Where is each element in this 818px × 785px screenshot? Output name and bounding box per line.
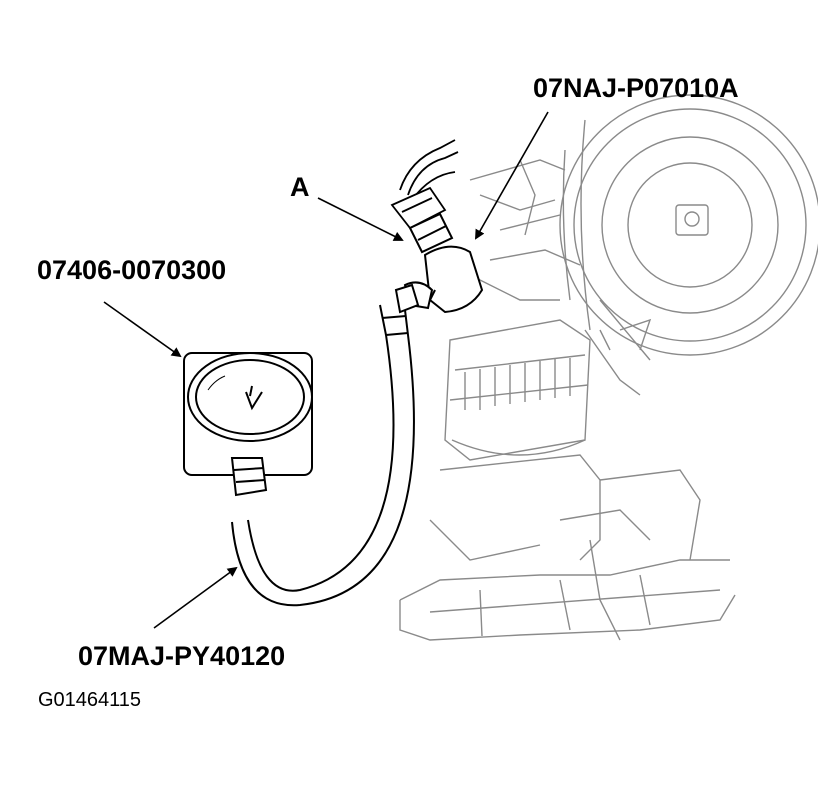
- gauge-hose: [231, 304, 415, 607]
- pressure-gauge: [183, 352, 313, 497]
- label-gauge-tool: 07406-0070300: [37, 255, 227, 285]
- sender-wire-connector: [390, 139, 459, 230]
- engine-block: [399, 94, 818, 641]
- oil-filter: [444, 319, 591, 461]
- label-adapter-tool: 07NAJ-P07010A: [533, 73, 739, 103]
- leader-hose-tool: [153, 566, 238, 629]
- leader-gauge-tool: [103, 301, 182, 358]
- leader-sender-point: [317, 197, 404, 241]
- callout-leaders: [103, 111, 549, 629]
- figure-id: G01464115: [38, 689, 142, 711]
- label-hose-tool: 07MAJ-PY40120: [78, 641, 286, 671]
- label-sender-point: A: [290, 172, 310, 202]
- crank-pulley: [559, 94, 818, 356]
- leader-adapter-tool: [475, 111, 549, 240]
- pulley-bolt: [675, 204, 709, 236]
- t-adapter-fitting: [394, 212, 484, 314]
